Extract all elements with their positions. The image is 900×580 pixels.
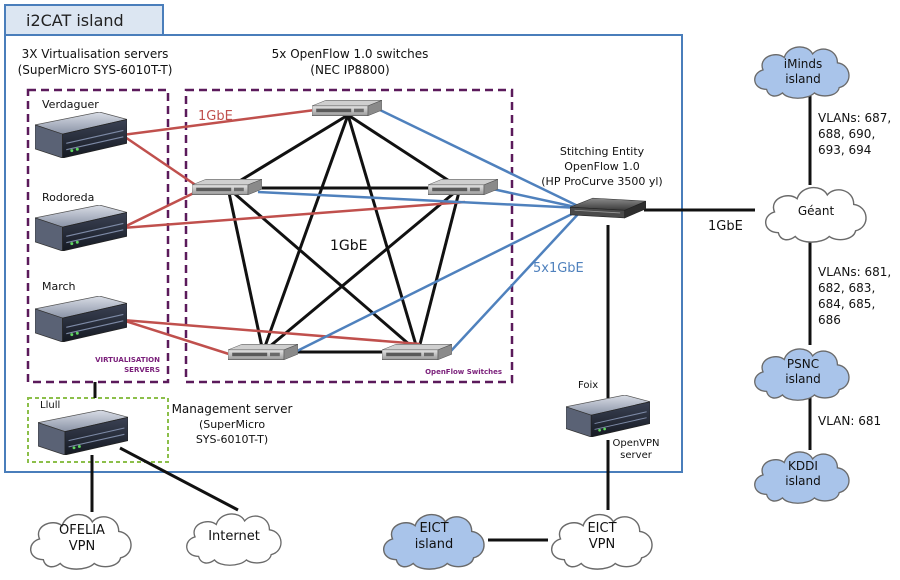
vlan-psnc-kddi: VLAN: 681 [818,414,881,428]
blue-link-label: 5x1GbE [533,261,584,276]
mesh-link-label: 1GbE [330,238,368,254]
cloud-iminds-line-1: iMinds [784,57,823,71]
vlan-geant-psnc-3: 684, 685, [818,297,875,311]
mgmt-title: Management server [172,402,293,416]
stitching-line-1: Stitching Entity [560,145,645,158]
stitching-switch [570,197,646,219]
server-rodoreda [35,205,127,251]
management-server-box [27,397,169,463]
stitching-line-2: OpenFlow 1.0 [564,160,639,173]
i2cat-island-frame [4,34,683,473]
virt-subtitle: (SuperMicro SYS-6010T-T) [18,63,173,77]
cloud-psnc-line-1: PSNC [787,357,819,371]
foix-line-1: OpenVPN [612,438,659,449]
vlan-iminds-geant-2: 688, 690, [818,127,875,141]
virt-box-label-2: SERVERS [124,366,160,374]
i2cat-island-tab [4,4,164,36]
server-foix [566,395,650,437]
vlan-iminds-geant-1: VLANs: 687, [818,111,891,125]
mgmt-line-3: SYS-6010T-T) [196,433,268,446]
mgmt-line-2: (SuperMicro [199,418,265,431]
openflow-switch-5 [382,344,452,360]
cloud-eict-vpn-line-2: VPN [589,537,615,552]
virt-title: 3X Virtualisation servers [22,47,169,61]
stitching-line-3: (HP ProCurve 3500 yl) [541,175,662,188]
cloud-kddi-line-2: island [785,474,821,488]
cloud-geant-label: Géant [798,204,835,218]
server-label-rodoreda: Rodoreda [42,191,94,204]
cloud-kddi-line-1: KDDI [788,459,818,473]
cloud-psnc-line-2: island [785,372,821,386]
server-label-march: March [42,280,76,293]
openflow-switch-1 [312,100,382,116]
server-label-verdaguer: Verdaguer [42,98,99,111]
virt-box-label-1: VIRTUALISATION [95,356,160,364]
mgmt-internet-link [119,446,239,512]
openflow-switch-4 [228,344,298,360]
switches-subtitle: (NEC IP8800) [310,63,389,77]
switches-title: 5x OpenFlow 1.0 switches [272,47,429,61]
geant-link-label: 1GbE [708,219,743,234]
i2cat-island-title: i2CAT island [26,11,124,30]
cloud-eict-vpn-line-1: EICT [587,521,616,536]
cloud-ofelia-line-2: VPN [69,539,95,554]
vlan-iminds-geant-3: 693, 694 [818,143,871,157]
cloud-internet-label: Internet [208,529,260,544]
red-link-label: 1GbE [198,109,233,124]
server-label-llull: Llull [40,400,60,411]
openflow-mesh [226,113,462,354]
server-march [35,296,127,342]
switch-stitching-links [257,108,581,354]
vlan-geant-psnc-2: 682, 683, [818,281,875,295]
openflow-switches-box [184,88,514,384]
vlan-geant-psnc-1: VLANs: 681, [818,265,891,279]
openflow-switch-3 [428,179,498,195]
switches-box-label: OpenFlow Switches [425,368,502,376]
foix-line-2: server [620,450,653,461]
cloud-eict-island-line-2: island [415,537,453,552]
virtualisation-servers-box [26,88,170,384]
openflow-switch-2 [192,179,262,195]
server-verdaguer [35,112,127,158]
vlan-geant-psnc-4: 686 [818,313,841,327]
cloud-iminds-line-2: island [785,72,821,86]
server-switch-links [121,108,466,357]
server-llull [38,410,128,455]
cloud-eict-island-line-1: EICT [419,521,448,536]
foix-label: Foix [578,380,598,391]
cloud-ofelia-line-1: OFELIA [59,523,105,538]
